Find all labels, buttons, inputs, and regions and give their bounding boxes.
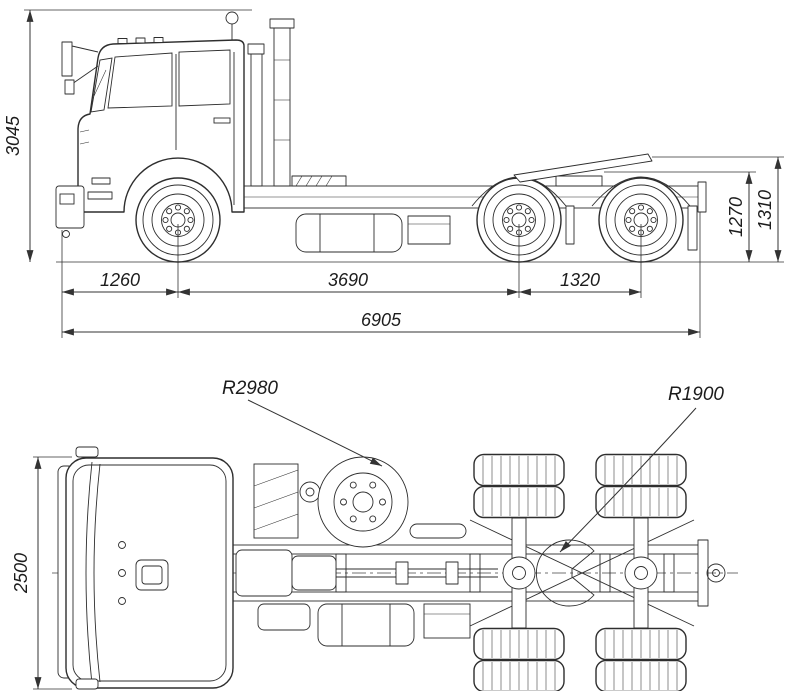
grille-vent <box>79 129 90 133</box>
u-joint-2 <box>445 561 459 585</box>
dim-text-front-overhang: 1260 <box>100 270 140 290</box>
roof-marker-lights <box>117 37 164 44</box>
dim-bogie-spacing: 1320 <box>519 224 642 298</box>
battery-box-plan <box>423 603 471 639</box>
tire-rear-top-outer <box>595 453 687 487</box>
mirror <box>61 41 99 95</box>
rear-differential <box>624 556 658 590</box>
roof-beacon <box>225 11 239 40</box>
tire-rear-bottom-inner <box>595 627 687 661</box>
door-window <box>178 49 231 107</box>
step-lower <box>87 191 113 200</box>
rear-mudflap <box>687 205 698 251</box>
radius-inner-leader <box>559 407 697 553</box>
driveline-plan <box>235 549 498 597</box>
step-upper <box>91 177 111 185</box>
muffler-plan <box>257 603 311 631</box>
engine-plan <box>235 549 293 597</box>
dim-rear-height: 1310 <box>652 156 784 262</box>
cab-plan-outline <box>65 457 234 689</box>
dim-wheelbase: 3690 <box>178 224 520 298</box>
side-truck <box>55 11 707 263</box>
rear-crossmember <box>697 539 709 607</box>
spare-wheel <box>317 456 409 548</box>
radius-inner-text: R1900 <box>668 384 724 405</box>
radius-outer-label: R2980 <box>222 378 383 467</box>
mirror-plan-top <box>75 446 99 458</box>
torque-rod-2 <box>469 519 695 627</box>
plan-truck <box>57 446 726 691</box>
roof-hatch <box>135 559 169 591</box>
dim-text-overall-length: 6905 <box>361 310 402 330</box>
radius-outer-leader <box>247 399 383 467</box>
side-view: 3045 1260 3690 1320 6905 1270 <box>3 9 784 338</box>
cab-plan <box>65 446 234 690</box>
catwalk-deck <box>291 175 347 187</box>
tire-rear-bottom-outer <box>595 659 687 691</box>
dim-text-bogie-spacing: 1320 <box>560 270 600 290</box>
rear-tow-coupling <box>706 563 726 583</box>
dim-text-saddle-height: 1270 <box>726 197 746 237</box>
dim-overall-width: 2500 <box>11 456 72 690</box>
dim-text-rear-height: 1310 <box>755 190 775 230</box>
inter-axle-mudflap <box>565 205 575 245</box>
fuel-tank <box>295 213 403 253</box>
air-intake <box>247 43 265 187</box>
dim-overall-height: 3045 <box>3 9 252 262</box>
tire-mid-bottom-outer <box>473 659 565 691</box>
dim-front-overhang: 1260 <box>61 224 179 338</box>
tow-hook <box>62 230 70 238</box>
rear-fender <box>591 176 691 207</box>
exhaust-top-view <box>299 481 321 503</box>
air-cleaner-plan <box>253 463 321 539</box>
dim-overall-length: 6905 <box>62 212 701 338</box>
cab <box>61 11 245 213</box>
axles-plan <box>502 517 658 629</box>
side-window <box>107 52 173 109</box>
u-joint <box>395 561 409 585</box>
windshield <box>90 57 113 113</box>
cab-outline <box>77 39 245 213</box>
exhaust-stack <box>269 18 295 187</box>
tire-mid-top-outer <box>473 453 565 487</box>
mirror-plan-bottom <box>75 678 99 690</box>
radius-outer-text: R2980 <box>222 378 278 399</box>
wiper <box>93 69 107 97</box>
door-handle <box>213 117 231 124</box>
exhaust-cap <box>269 18 295 29</box>
battery-box <box>407 215 451 245</box>
fifth-wheel <box>513 153 653 187</box>
top-view: 2500 R2980 R1900 <box>11 378 738 691</box>
dim-text-overall-height: 3045 <box>3 115 23 156</box>
grille-vent-2 <box>79 141 90 145</box>
tire-rear-top-inner <box>595 485 687 519</box>
dim-saddle-height: 1270 <box>604 171 756 262</box>
tire-mid-top-inner <box>473 485 565 519</box>
windshield-plan <box>85 461 93 685</box>
radius-inner-label: R1900 <box>559 384 724 553</box>
license-plate <box>59 193 75 205</box>
middle-differential <box>502 556 536 590</box>
dim-text-overall-width: 2500 <box>11 553 31 594</box>
gearbox-plan <box>291 555 337 591</box>
fuel-tank-plan <box>317 603 415 647</box>
frame-end-plate <box>697 181 707 213</box>
air-tank-plan <box>409 523 467 539</box>
dim-text-wheelbase: 3690 <box>328 270 368 290</box>
tire-mid-bottom-inner <box>473 627 565 661</box>
front-bumper <box>55 185 85 238</box>
